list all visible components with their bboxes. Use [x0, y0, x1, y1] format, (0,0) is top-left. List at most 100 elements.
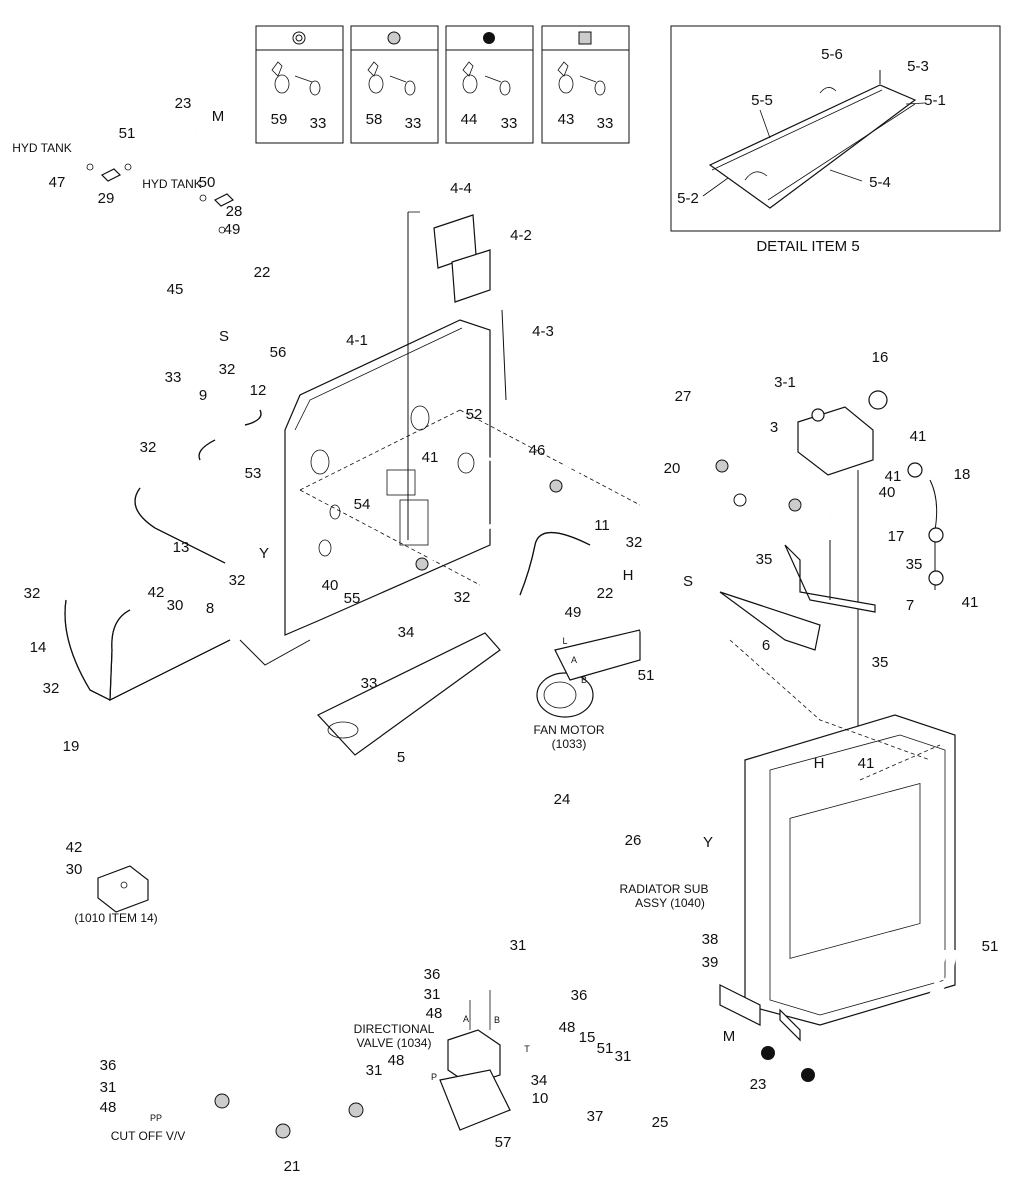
part-number-label: 51 — [982, 938, 999, 955]
detail-label: 5-2 — [677, 190, 699, 207]
hyd-tank-right-label: HYD TANK — [142, 177, 202, 191]
part-number-label: 23 — [750, 1076, 767, 1093]
main-drawing — [64, 127, 958, 1143]
part-number-label: 40 — [879, 484, 896, 501]
part-number-label: 13 — [173, 539, 190, 556]
part-number-label: 30 — [66, 861, 83, 878]
part-number-label: 48 — [559, 1019, 576, 1036]
part-number-label: 20 — [664, 460, 681, 477]
panel-4-1 — [284, 319, 491, 636]
legend-right-part: 33 — [310, 115, 327, 132]
part-number-label: 4-4 — [450, 180, 472, 197]
part-number-label: M — [723, 1028, 736, 1045]
detail-label: 5-1 — [924, 92, 946, 109]
part-number-label: 32 — [43, 680, 60, 697]
legend-box-3: 44 33 — [445, 25, 534, 144]
part-number-label: 48 — [100, 1099, 117, 1116]
part-number-label: 16 — [872, 349, 889, 366]
part-number-label: 46 — [529, 442, 546, 459]
part-number-label: 31 — [424, 986, 441, 1003]
circle-ring-icon — [292, 31, 306, 45]
part-number-label: 52 — [466, 406, 483, 423]
part-number-label: 41 — [858, 755, 875, 772]
legend-box-1: 59 33 — [255, 25, 344, 144]
part-number-label: 32 — [140, 439, 157, 456]
part-number-label: H — [623, 567, 634, 584]
legend-left-part: 44 — [461, 111, 478, 128]
part-number-label: 32 — [229, 572, 246, 589]
directional-label-2: VALVE (1034) — [357, 1036, 432, 1050]
part-number-label: 10 — [532, 1090, 549, 1107]
part-number-label: 35 — [906, 556, 923, 573]
part-number-label: A — [571, 655, 577, 665]
legend-box-4: 43 33 — [541, 25, 630, 144]
part-number-label: 32 — [454, 589, 471, 606]
part-number-label: Y — [703, 834, 713, 851]
part-number-label: 41 — [910, 428, 927, 445]
part-number-label: 36 — [424, 966, 441, 983]
part-number-label: 14 — [30, 639, 47, 656]
part-number-label: 34 — [531, 1072, 548, 1089]
part-number-label: 49 — [565, 604, 582, 621]
part-number-label: 56 — [270, 344, 287, 361]
fan-motor-ref: (1033) — [552, 737, 587, 751]
part-number-label: S — [219, 328, 229, 345]
part-number-label: 50 — [199, 174, 216, 191]
part-number-label: 21 — [284, 1158, 301, 1175]
part-number-label: 25 — [652, 1114, 669, 1131]
part-number-label: 51 — [597, 1040, 614, 1057]
part-number-label: 19 — [63, 738, 80, 755]
part-number-label: T — [524, 1044, 530, 1054]
part-number-label: 22 — [254, 264, 271, 281]
radiator-label-2: ASSY (1040) — [635, 896, 705, 910]
legend-left-part: 59 — [271, 111, 288, 128]
directional-label-1: DIRECTIONAL — [354, 1022, 435, 1036]
part-number-label: 7 — [906, 597, 914, 614]
part-number-label: 32 — [24, 585, 41, 602]
square-dotted-icon — [578, 31, 592, 45]
part-number-label: 36 — [571, 987, 588, 1004]
hyd-tank-left-label: HYD TANK — [12, 141, 72, 155]
circle-dotted-icon — [387, 31, 401, 45]
part-number-label: 28 — [226, 203, 243, 220]
part-number-label: 32 — [626, 534, 643, 551]
part-number-label: 31 — [615, 1048, 632, 1065]
part-number-label: 41 — [885, 468, 902, 485]
part-number-label: A — [463, 1014, 469, 1024]
part-number-label: 22 — [597, 585, 614, 602]
part-number-label: 35 — [872, 654, 889, 671]
part-number-label: 51 — [638, 667, 655, 684]
detail-item-5: 5-6 5-3 5-5 5-1 5-4 5-2 DETAIL ITEM 5 — [670, 25, 1001, 255]
part-number-label: 29 — [98, 190, 115, 207]
part-number-label: 27 — [675, 388, 692, 405]
legend-right-part: 33 — [405, 115, 422, 132]
part-number-label: B — [494, 1015, 500, 1025]
part-number-label: 31 — [510, 937, 527, 954]
part-number-label: 42 — [66, 839, 83, 856]
legend-left-part: 43 — [558, 111, 575, 128]
part-number-label: PP — [150, 1113, 162, 1123]
part-number-label: 11 — [594, 517, 610, 534]
part-number-label: 6 — [762, 637, 770, 654]
legend-box-2: 58 33 — [350, 25, 439, 144]
part-number-label: 23 — [175, 95, 192, 112]
part-number-label: H — [814, 755, 825, 772]
part-number-label: L — [562, 636, 567, 646]
part-number-label: 30 — [167, 597, 184, 614]
part-number-label: 57 — [495, 1134, 512, 1151]
legend-left-part: 58 — [366, 111, 383, 128]
detail-label: 5-6 — [821, 46, 843, 63]
part-number-label: 4-2 — [510, 227, 532, 244]
cut-off-label: CUT OFF V/V — [111, 1129, 185, 1143]
detail-label: 5-4 — [869, 174, 891, 191]
part-number-label: 48 — [426, 1005, 443, 1022]
part-number-label: Y — [259, 545, 269, 562]
part-number-label: 39 — [702, 954, 719, 971]
part-number-labels: 23M5147295028492245S4-44-24-34-156339321… — [24, 95, 999, 1175]
fan-motor-label: FAN MOTOR — [533, 723, 604, 737]
part-number-label: 3-1 — [774, 374, 796, 391]
part-number-label: 26 — [625, 832, 642, 849]
legend-right-part: 33 — [501, 115, 518, 132]
part-number-label: 31 — [100, 1079, 117, 1096]
